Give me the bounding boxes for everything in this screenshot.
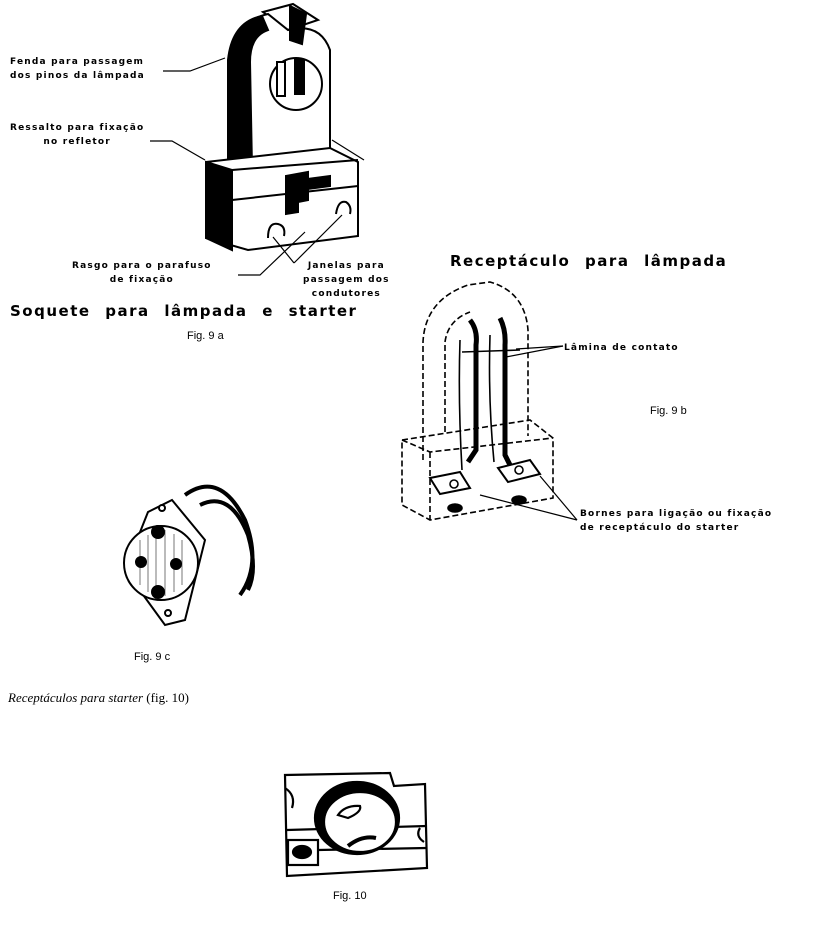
starter-receptacle-drawing xyxy=(283,771,429,878)
lamp-socket-drawing xyxy=(205,2,359,252)
label-screw-slot: Rasgo para o parafuso de fixação xyxy=(72,261,212,285)
figure-9b-caption: Fig. 9 b xyxy=(650,405,687,417)
label-contact-blade: Lâmina de contato xyxy=(564,343,679,353)
figure-9c-caption: Fig. 9 c xyxy=(134,651,171,663)
label-fixing-ledge: Ressalto para fixação no refletor xyxy=(10,123,145,147)
figure-9b-title: Receptáculo para lâmpada xyxy=(450,252,728,270)
label-conductor-windows: Janelas para passagem dos condutores xyxy=(303,261,390,299)
figure-10-caption: Fig. 10 xyxy=(333,890,367,902)
leader-lines-9b xyxy=(479,345,578,521)
receptacle-drawing xyxy=(401,281,554,521)
section-figure-reference: (fig. 10) xyxy=(146,690,189,705)
leader-lines-9a xyxy=(150,57,365,276)
starter-drawing xyxy=(123,484,255,627)
section-starter-receptacles: Receptáculos para starter (fig. 10) xyxy=(8,690,189,706)
label-pin-slot: Fenda para passagem dos pinos da lâmpada xyxy=(10,57,145,81)
figure-9a-title: Soquete para lâmpada e starter xyxy=(10,302,358,320)
section-italic-text: Receptáculos para starter xyxy=(8,690,144,705)
figure-9a-caption: Fig. 9 a xyxy=(187,330,224,342)
label-terminals: Bornes para ligação ou fixação de recept… xyxy=(580,509,773,533)
